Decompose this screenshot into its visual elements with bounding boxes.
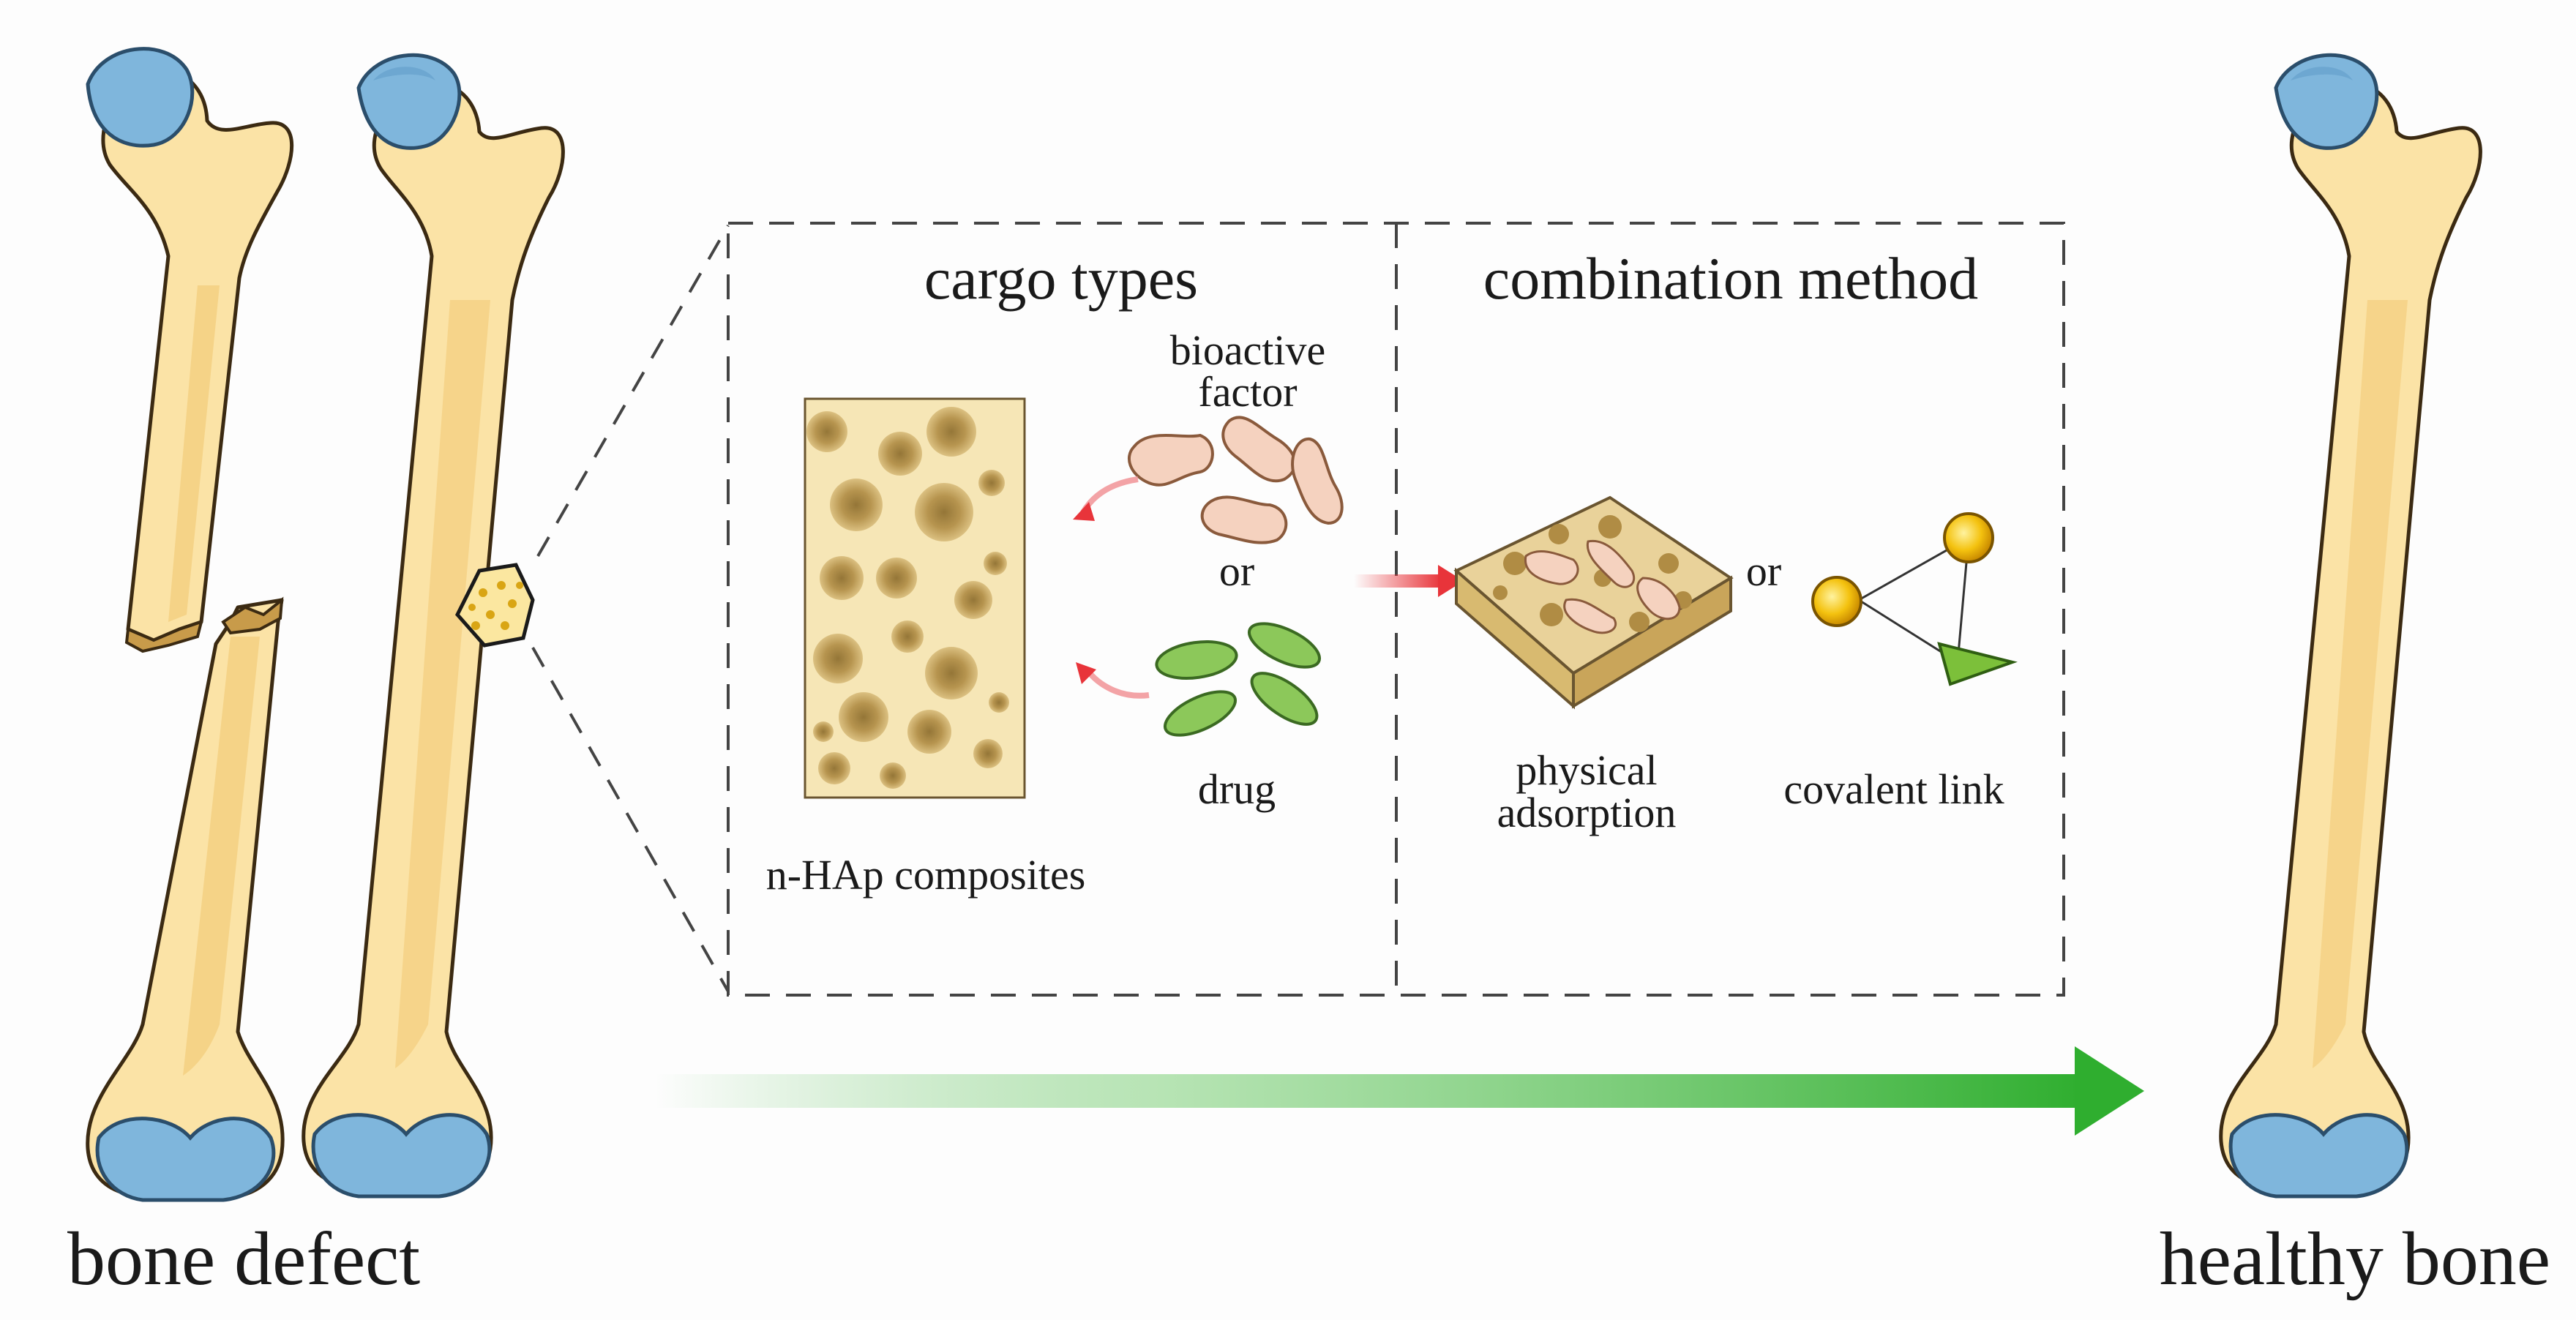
nhap-composite-block [804, 397, 1026, 799]
drug-icon [1155, 622, 1322, 737]
covalent-link-icon [1811, 512, 2018, 686]
zoom-lines [531, 225, 730, 992]
bioactive-label: bioactive [1170, 326, 1326, 374]
covalent-link-label: covalent link [1783, 765, 2004, 813]
nhap-composites-label: n-HAp composites [766, 851, 1086, 899]
combination-method-heading: combination method [1483, 245, 1978, 312]
healthy-bone-label: healthy bone [2160, 1217, 2550, 1301]
or-label-cargo: or [1219, 547, 1254, 595]
healing-arrow-icon [655, 1046, 2144, 1136]
implant-hexagon-icon [455, 563, 535, 648]
loading-arrow-icon [1076, 662, 1150, 699]
bioactive-factor-icon [1127, 416, 1344, 544]
healthy-femur-icon [2221, 55, 2481, 1196]
broken-femur-icon [86, 47, 294, 1202]
combine-arrow-icon [1354, 565, 1464, 597]
physical-label: physical [1516, 746, 1657, 794]
zoom-panel [727, 222, 2065, 997]
bone-defect-label: bone defect [67, 1217, 420, 1301]
factor-label: factor [1198, 368, 1297, 416]
loading-arrow-icon [1073, 476, 1139, 521]
scaffold-adsorption-icon [1453, 495, 1734, 710]
adsorption-label: adsorption [1497, 789, 1677, 836]
drug-label: drug [1198, 765, 1276, 813]
cargo-types-heading: cargo types [924, 245, 1198, 312]
or-label-method: or [1746, 547, 1781, 595]
